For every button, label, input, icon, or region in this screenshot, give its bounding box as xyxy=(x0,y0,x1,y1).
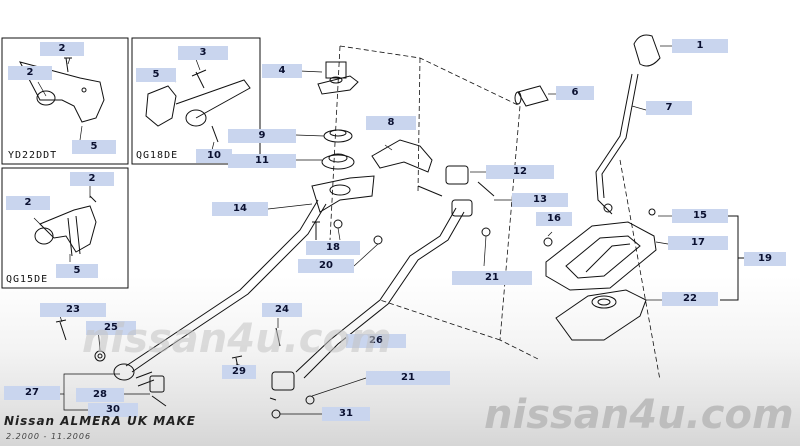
shift-boot-drawing xyxy=(545,221,657,291)
ring-drawing xyxy=(321,129,355,170)
callout-2[interactable]: 2 xyxy=(6,196,50,210)
callout-5[interactable]: 5 xyxy=(72,140,116,154)
nut-drawing xyxy=(94,208,656,419)
callout-21[interactable]: 21 xyxy=(366,371,450,385)
inset-label-yd22ddt: YD22DDT xyxy=(8,150,58,161)
callout-14[interactable]: 14 xyxy=(212,202,268,216)
pivot-block-drawing xyxy=(271,327,295,391)
inset-frame-yd22ddt xyxy=(1,37,129,165)
joint-drawing xyxy=(417,165,495,217)
callout-8[interactable]: 8 xyxy=(366,116,416,130)
bracket-drawing xyxy=(371,139,433,173)
callout-1[interactable]: 1 xyxy=(672,39,728,53)
callout-20[interactable]: 20 xyxy=(298,259,354,273)
callout-25[interactable]: 25 xyxy=(86,321,136,335)
mount-yd22ddt-drawing xyxy=(19,57,105,123)
support-bracket-drawing xyxy=(311,175,375,213)
bushing-drawing xyxy=(113,363,167,407)
callout-18[interactable]: 18 xyxy=(306,241,360,255)
callout-2[interactable]: 2 xyxy=(70,172,114,186)
callout-12[interactable]: 12 xyxy=(486,165,554,179)
callout-11[interactable]: 11 xyxy=(228,154,296,168)
mount-qg18de-drawing xyxy=(145,69,251,143)
callout-24[interactable]: 24 xyxy=(262,303,302,317)
insulator-drawing xyxy=(317,61,359,95)
callout-15[interactable]: 15 xyxy=(672,209,728,223)
callout-28[interactable]: 28 xyxy=(76,388,124,402)
inset-label-qg15de: QG15DE xyxy=(6,274,49,285)
callout-4[interactable]: 4 xyxy=(262,64,302,78)
callout-22[interactable]: 22 xyxy=(662,292,718,306)
callout-6[interactable]: 6 xyxy=(556,86,594,100)
callout-29[interactable]: 29 xyxy=(222,365,256,379)
bush-drawing xyxy=(514,85,549,107)
callout-7[interactable]: 7 xyxy=(646,101,692,115)
inset-label-qg18de: QG18DE xyxy=(136,150,179,161)
callout-27[interactable]: 27 xyxy=(4,386,60,400)
callout-31[interactable]: 31 xyxy=(322,407,370,421)
shift-lever-drawing xyxy=(595,73,639,215)
mount-qg15de-drawing xyxy=(34,195,97,257)
control-rod-drawing xyxy=(125,199,327,373)
callout-2[interactable]: 2 xyxy=(8,66,52,80)
callout-16[interactable]: 16 xyxy=(536,212,572,226)
model-title: Nissan ALMERA UK MAKE xyxy=(4,414,196,428)
callout-5[interactable]: 5 xyxy=(56,264,98,278)
callout-3[interactable]: 3 xyxy=(178,46,228,60)
group-bracket-drawing xyxy=(720,215,746,301)
shift-knob-drawing xyxy=(633,34,661,67)
callout-10[interactable]: 10 xyxy=(196,149,232,163)
callout-13[interactable]: 13 xyxy=(512,193,568,207)
callout-23[interactable]: 23 xyxy=(40,303,106,317)
base-boot-drawing xyxy=(555,289,647,341)
watermark-bottom-right: nissan4u.com xyxy=(484,392,794,438)
callout-17[interactable]: 17 xyxy=(668,236,728,250)
callout-19[interactable]: 19 xyxy=(744,252,786,266)
inset-frame-qg18de xyxy=(131,37,261,165)
callout-30[interactable]: 30 xyxy=(88,403,138,417)
callout-2[interactable]: 2 xyxy=(40,42,84,56)
callout-5[interactable]: 5 xyxy=(136,68,176,82)
callout-26[interactable]: 26 xyxy=(346,334,406,348)
inset-frame-qg15de xyxy=(1,167,129,289)
production-dates: 2.2000 - 11.2006 xyxy=(6,432,92,441)
callout-9[interactable]: 9 xyxy=(228,129,296,143)
callout-21[interactable]: 21 xyxy=(452,271,532,285)
watermark-center: nissan4u.com xyxy=(82,316,392,362)
select-rod-drawing xyxy=(295,207,465,379)
